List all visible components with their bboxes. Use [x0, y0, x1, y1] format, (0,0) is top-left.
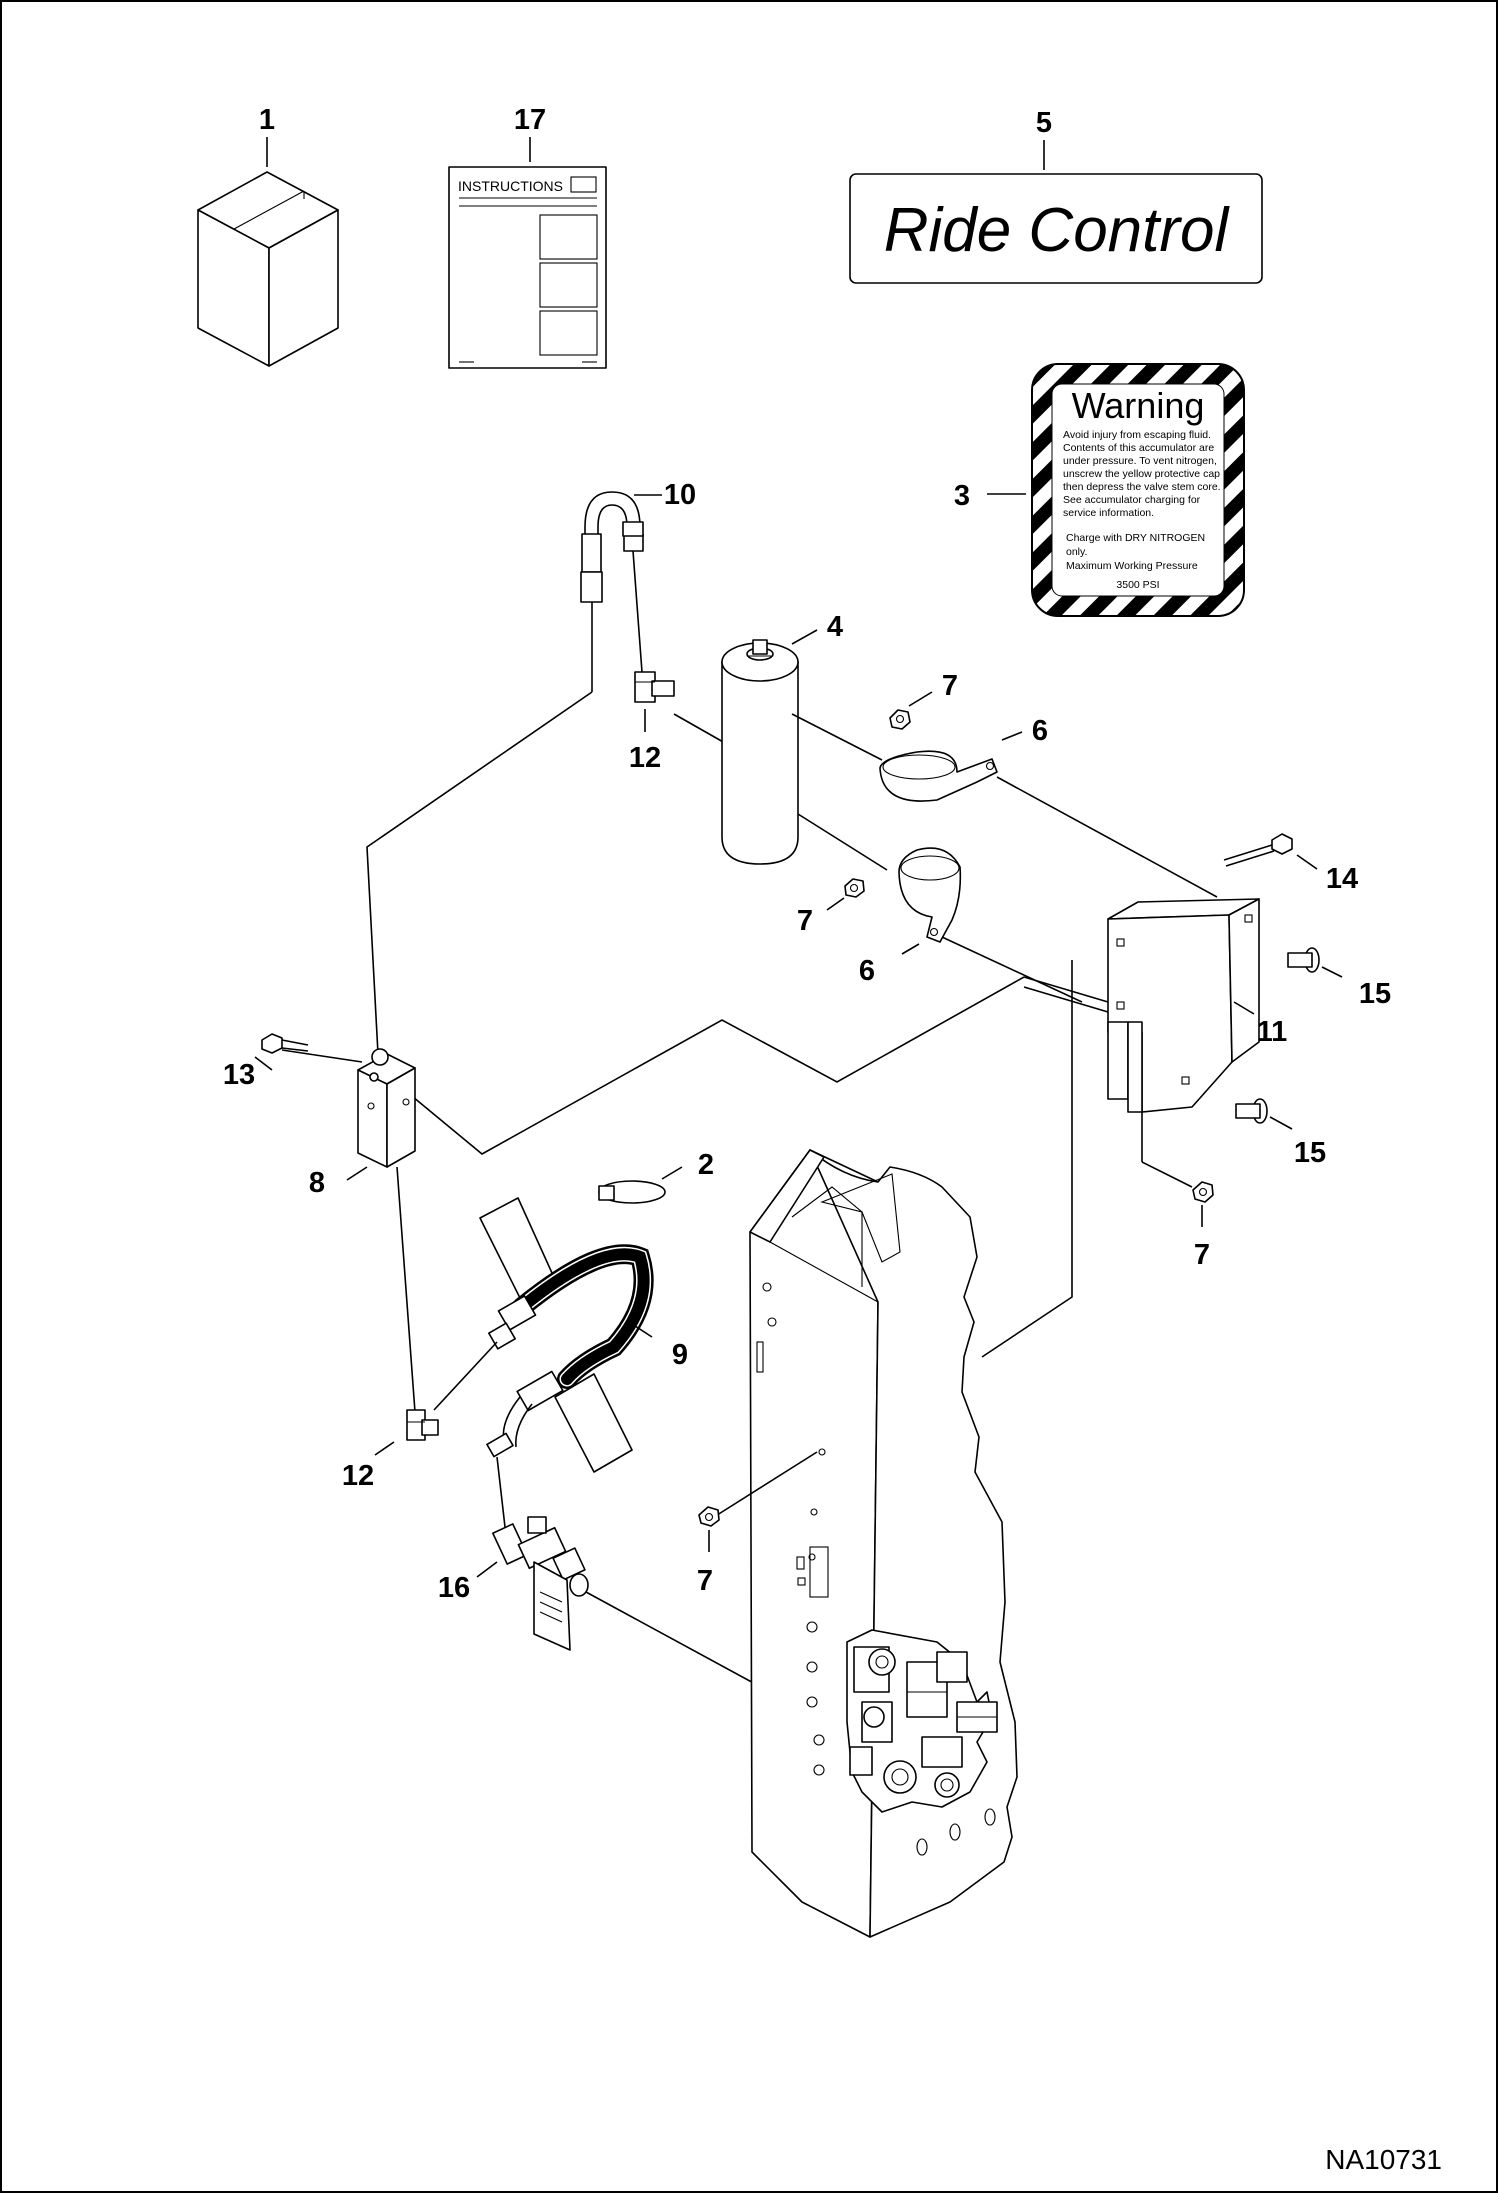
warning-line-9: only.	[1066, 546, 1087, 558]
part-6-clamp-lower	[898, 847, 962, 943]
callout-4: 4	[827, 611, 843, 643]
callout-16: 16	[438, 1572, 470, 1604]
callout-13: 13	[223, 1059, 255, 1091]
leader-4	[791, 629, 818, 645]
callout-7c: 7	[1194, 1239, 1210, 1271]
callout-1: 1	[259, 104, 275, 136]
warning-title: Warning	[1072, 385, 1205, 426]
leader-7a	[908, 691, 933, 707]
leader-8	[346, 1166, 368, 1181]
leader-12b	[374, 1441, 395, 1456]
leader-15a	[1321, 966, 1343, 978]
callout-12b: 12	[342, 1460, 374, 1492]
warning-line-4: unscrew the yellow protective cap	[1063, 468, 1220, 480]
callout-7d: 7	[697, 1565, 713, 1597]
callout-17: 17	[514, 104, 546, 136]
callout-3: 3	[954, 480, 970, 512]
leader-6a	[1001, 731, 1023, 741]
warning-line-1: Avoid injury from escaping fluid.	[1063, 429, 1211, 441]
part-2-cable-tie	[598, 1180, 666, 1204]
part-6-clamp-upper	[879, 750, 998, 802]
warning-line-7: service information.	[1063, 507, 1154, 519]
part-4-accumulator	[721, 639, 799, 865]
callout-2: 2	[698, 1149, 714, 1181]
leader-14	[1296, 854, 1318, 870]
leader-13	[254, 1056, 273, 1071]
leader-11	[1233, 1001, 1255, 1015]
part-16-tee-fitting	[492, 1516, 589, 1651]
leader-6b	[901, 943, 920, 955]
warning-line-3: under pressure. To vent nitrogen,	[1063, 455, 1217, 467]
callout-12a: 12	[629, 742, 661, 774]
part-9-hose	[479, 1197, 654, 1473]
callout-9: 9	[672, 1339, 688, 1371]
part-7-nut-upper	[889, 709, 911, 730]
warning-line-2: Contents of this accumulator are	[1063, 442, 1214, 454]
part-15-fastener-upper	[1287, 947, 1320, 973]
part-12-elbow-lower	[406, 1409, 439, 1441]
part-5-ride-control-decal: Ride Control	[849, 173, 1263, 284]
callout-8: 8	[309, 1167, 325, 1199]
part-15-fastener-lower	[1235, 1098, 1268, 1124]
callout-15a: 15	[1359, 978, 1391, 1010]
part-10-steel-tube	[580, 491, 644, 692]
callout-10: 10	[664, 479, 696, 511]
warning-line-6: See accumulator charging for	[1063, 494, 1201, 506]
callout-5: 5	[1036, 107, 1052, 139]
part-17-instructions: INSTRUCTIONS	[448, 166, 607, 369]
figure-number: NA10731	[1325, 2144, 1442, 2175]
warning-line-5: then depress the valve stem core.	[1063, 481, 1221, 493]
part-8-valve-block	[357, 1048, 416, 1168]
part-7-nut-right	[1192, 1181, 1214, 1203]
warning-line-10: Maximum Working Pressure	[1066, 560, 1198, 572]
leader-2	[661, 1166, 683, 1180]
part-11-bracket	[1107, 898, 1260, 1113]
control-valve	[846, 1629, 998, 1813]
part-14-bolt	[1223, 833, 1293, 867]
callout-15b: 15	[1294, 1137, 1326, 1169]
part-3-warning-decal: Warning Avoid injury from escaping fluid…	[1031, 363, 1245, 617]
warning-line-8: Charge with DRY NITROGEN	[1066, 532, 1205, 544]
leader-9	[628, 1321, 653, 1338]
leader-15b	[1269, 1116, 1293, 1130]
callout-6a: 6	[1032, 715, 1048, 747]
loader-frame	[749, 1149, 1018, 1938]
warning-pressure: 3500 PSI	[1116, 579, 1159, 591]
part-7-nut-middle	[844, 878, 865, 898]
callout-7a: 7	[942, 670, 958, 702]
callout-6b: 6	[859, 955, 875, 987]
callout-7b: 7	[797, 905, 813, 937]
callout-11: 11	[1257, 1016, 1288, 1048]
instructions-header: INSTRUCTIONS	[458, 178, 563, 194]
part-7-nut-lower	[698, 1506, 720, 1527]
leader-7b	[826, 897, 845, 911]
part-13-bolt	[261, 1033, 309, 1054]
callout-14: 14	[1326, 863, 1358, 895]
part-12-elbow-upper	[634, 671, 675, 703]
ride-control-text: Ride Control	[884, 196, 1231, 265]
leader-16	[476, 1561, 498, 1578]
part-1-box	[197, 171, 339, 367]
